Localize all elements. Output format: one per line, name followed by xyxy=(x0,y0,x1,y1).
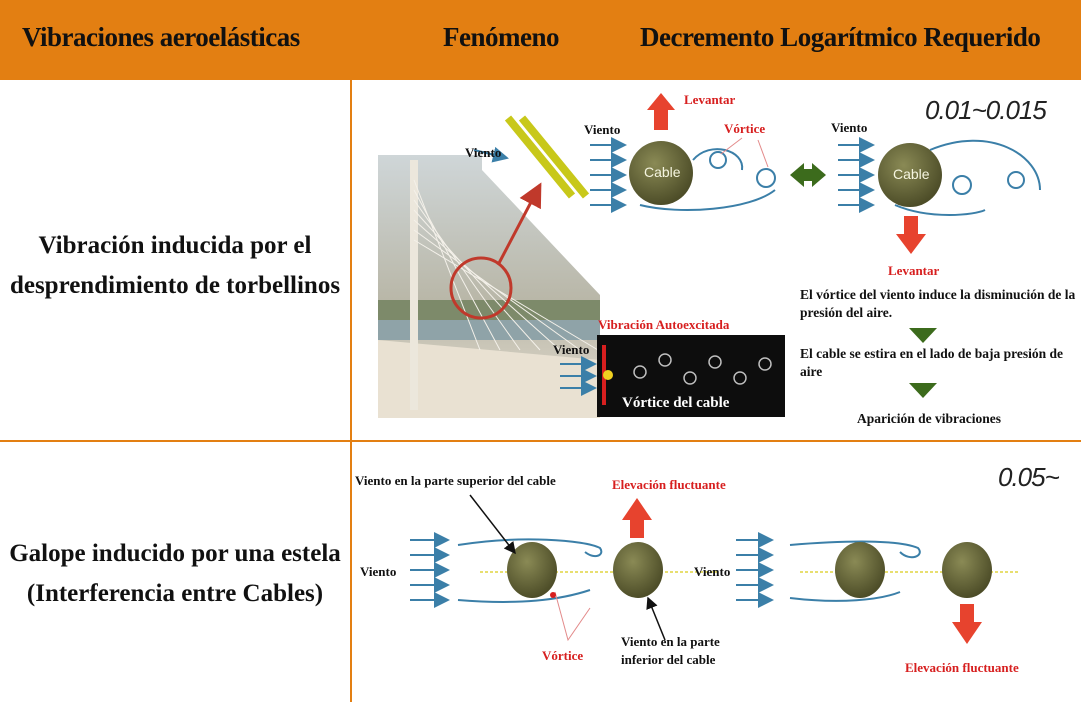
wind-arrows-5 xyxy=(736,532,774,608)
fluct-lift-label-2: Elevación fluctuante xyxy=(905,660,1019,675)
row2-label-line2: (Interferencia entre Cables) xyxy=(26,580,324,607)
wind-label-1: Viento xyxy=(465,145,502,160)
wind-label-3: Viento xyxy=(831,120,868,135)
wind-arrows-1 xyxy=(590,137,627,213)
wind-label-5: Viento xyxy=(360,564,397,579)
fluct-lift-label-1: Elevación fluctuante xyxy=(612,477,726,492)
step2-text: El cable se estira en el lado de baja pr… xyxy=(800,346,1063,379)
cable-vortex-label: Vórtice del cable xyxy=(622,395,730,411)
header-phenomenon: Fenómeno xyxy=(443,22,559,52)
row1-decrement: 0.01~0.015 xyxy=(925,95,1047,125)
wind-bottom-line1: Viento en la parte xyxy=(621,634,720,649)
row1-label-line2: desprendimiento de torbellinos xyxy=(9,272,341,299)
column-divider xyxy=(350,80,352,702)
fluct-lift-arrow-up xyxy=(630,518,644,538)
wind-label-4: Viento xyxy=(553,342,590,357)
wind-label-6: Viento xyxy=(694,564,731,579)
wind-label-2: Viento xyxy=(584,122,621,137)
wind-bottom-label: Viento en la parte inferior del cable xyxy=(621,633,781,669)
lift-label-2: Levantar xyxy=(888,263,940,278)
header-decrement: Decremento Logarítmico Requerido xyxy=(640,22,1041,52)
header-aeroelastic: Vibraciones aeroelásticas xyxy=(22,22,300,52)
cable-icon-4 xyxy=(613,542,663,598)
cable-icon-6 xyxy=(942,542,992,598)
wind-bottom-line2: inferior del cable xyxy=(621,652,716,667)
row1-label-line1: Vibración inducida por el xyxy=(38,232,312,259)
cable-icon-3 xyxy=(507,542,557,598)
self-excited-label: Vibración Autoexcitada xyxy=(598,317,730,332)
double-arrow-icon xyxy=(790,163,826,187)
fluct-lift-arrow-down xyxy=(960,604,974,624)
step-marker-2 xyxy=(909,383,937,398)
lift-arrow-down xyxy=(904,216,918,236)
bridge-photo xyxy=(378,155,600,418)
cable-label-1: Cable xyxy=(644,164,681,180)
wind-arrows-4 xyxy=(410,532,450,608)
lift-arrow-up xyxy=(654,108,668,130)
wake-streamlines-1 xyxy=(457,538,603,603)
vortex-swirls-1 xyxy=(639,148,776,211)
table-header: Vibraciones aeroelásticas Fenómeno Decre… xyxy=(0,0,1081,80)
wind-arrows-2 xyxy=(838,137,875,213)
vortex-swirls-2 xyxy=(894,139,1041,216)
cable-strut-icon xyxy=(473,115,590,199)
vortex-label-1: Vórtice xyxy=(724,121,766,136)
wake-streamlines-2 xyxy=(789,540,921,602)
row-divider xyxy=(0,440,1081,442)
cable-label-2: Cable xyxy=(893,166,930,182)
wind-top-label: Viento en la parte superior del cable xyxy=(355,473,556,488)
row1-label: Vibración inducida por el desprendimient… xyxy=(0,226,350,306)
cable-icon-1 xyxy=(629,141,693,205)
step-marker-1 xyxy=(909,328,937,343)
step3-text: Aparición de vibraciones xyxy=(857,411,1001,426)
row2-decrement: 0.05~ xyxy=(998,462,1060,492)
vortex-label-2: Vórtice xyxy=(542,648,584,663)
cable-icon-5 xyxy=(835,542,885,598)
lift-label-1: Levantar xyxy=(684,92,736,107)
cable-icon-2 xyxy=(878,143,942,207)
wind-arrows-3 xyxy=(560,356,597,396)
row2-label: Galope inducido por una estela (Interfer… xyxy=(0,534,350,614)
vortex-wake-image xyxy=(597,335,785,417)
row2-label-line1: Galope inducido por una estela xyxy=(9,540,341,567)
step1-text: El vórtice del viento induce la disminuc… xyxy=(800,287,1076,320)
